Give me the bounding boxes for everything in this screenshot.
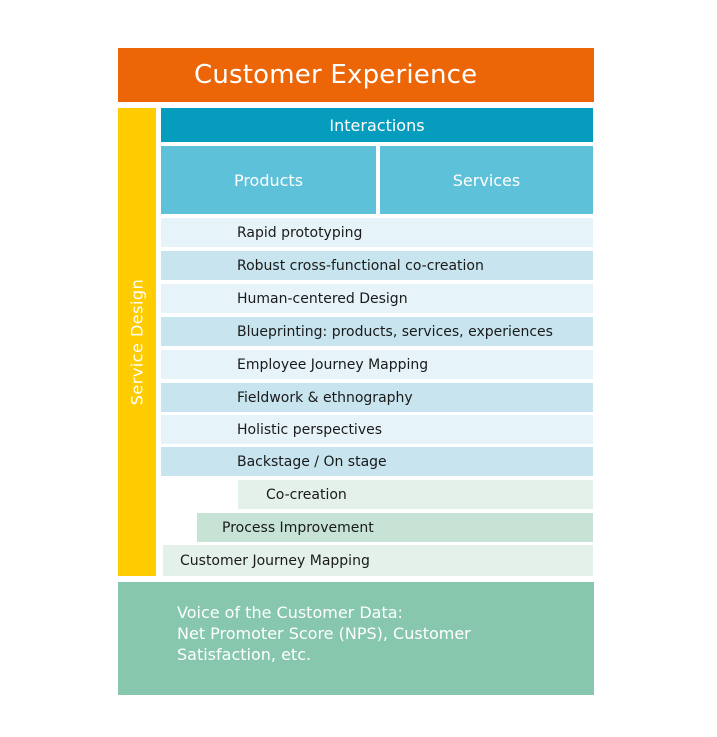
layer-row: Blueprinting: products, services, experi… xyxy=(161,317,593,346)
row-label: Employee Journey Mapping xyxy=(237,356,429,373)
layer-row: Fieldwork & ethnography xyxy=(161,383,593,412)
service-design-layer: Service Design xyxy=(118,108,156,576)
layer-row: Holistic perspectives xyxy=(161,415,593,444)
row-label: Co-creation xyxy=(266,486,347,503)
services-block: Services xyxy=(380,146,593,214)
row-label: Robust cross-functional co-creation xyxy=(237,257,484,274)
layer-row: Human-centered Design xyxy=(161,284,593,313)
layer-row: Co-creation xyxy=(238,480,593,509)
layer-row: Backstage / On stage xyxy=(161,447,593,476)
row-label: Backstage / On stage xyxy=(237,453,387,470)
layer-row: Customer Journey Mapping xyxy=(163,545,593,576)
layer-row: Process Improvement xyxy=(197,513,593,542)
footer-line: Satisfaction, etc. xyxy=(177,645,312,664)
row-label: Holistic perspectives xyxy=(237,421,383,438)
service-design-label: Service Design xyxy=(127,278,147,406)
footer-line: Voice of the Customer Data: xyxy=(177,603,403,622)
interactions-label: Interactions xyxy=(329,115,425,135)
row-label: Fieldwork & ethnography xyxy=(237,389,413,406)
row-label: Customer Journey Mapping xyxy=(180,552,370,569)
voice-of-customer-layer: Voice of the Customer Data: Net Promoter… xyxy=(118,582,594,695)
layer-row: Rapid prototyping xyxy=(161,218,593,247)
footer-line: Net Promoter Score (NPS), Customer xyxy=(177,624,471,643)
products-label: Products xyxy=(233,170,304,190)
customer-experience-title: Customer Experience xyxy=(194,60,478,90)
interactions-layer: Interactions xyxy=(161,108,593,142)
row-label: Rapid prototyping xyxy=(237,224,363,241)
customer-experience-layer: Customer Experience xyxy=(118,48,594,102)
layer-row: Employee Journey Mapping xyxy=(161,350,593,379)
products-block: Products xyxy=(161,146,376,214)
row-label: Human-centered Design xyxy=(237,290,408,307)
row-label: Process Improvement xyxy=(222,519,374,536)
services-label: Services xyxy=(452,170,521,190)
row-label: Blueprinting: products, services, experi… xyxy=(237,323,553,340)
layer-row: Robust cross-functional co-creation xyxy=(161,251,593,280)
